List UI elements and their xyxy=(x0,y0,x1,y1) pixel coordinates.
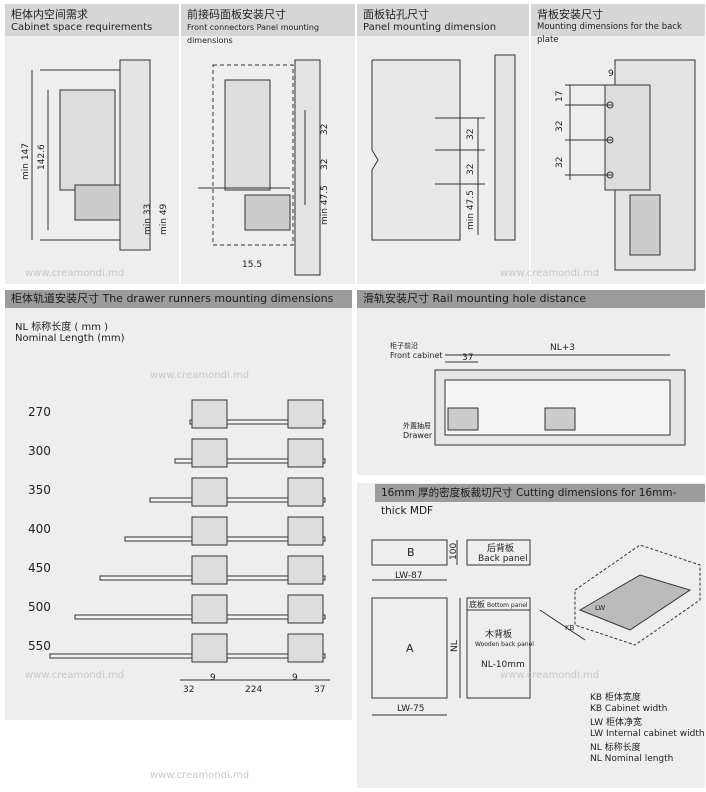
watermark: www.creamondi.md xyxy=(25,268,125,279)
runner-rear-bracket xyxy=(287,399,324,429)
wooden-back-dim: NL-10mm xyxy=(481,660,525,670)
runner-rear-bracket xyxy=(287,555,324,585)
cut-b-height: 100 xyxy=(449,543,459,560)
header-rail-mounting: 滑轨安装尺寸 Rail mounting hole distance xyxy=(357,290,705,308)
runner-rear-bracket xyxy=(287,438,324,468)
rail-dim-nl3: NL+3 xyxy=(550,343,575,353)
runner-front-bracket xyxy=(191,516,228,546)
cut-a-height: NL xyxy=(450,640,460,652)
front-cabinet-en: Front cabinet xyxy=(390,351,443,360)
runner-length-label: 350 xyxy=(28,483,51,497)
legend-kb-zh: KB 柜体宽度 xyxy=(590,691,641,703)
runner-rail xyxy=(149,497,326,503)
runner-front-bracket xyxy=(191,399,228,429)
cut-b: B xyxy=(407,546,415,559)
dim-32a: 32 xyxy=(320,124,330,135)
runner-front-bracket xyxy=(191,477,228,507)
drawer-en: Drawer xyxy=(403,431,433,440)
dim-min33: min 33 xyxy=(143,204,153,235)
runner-dim-224: 224 xyxy=(245,685,262,695)
drawer-zh: 外置抽屉 xyxy=(403,421,431,430)
runner-front-bracket xyxy=(191,594,228,624)
header-drawer-runners: 柜体轨道安装尺寸 The drawer runners mounting dim… xyxy=(5,290,352,308)
runner-length-label: 400 xyxy=(28,522,51,536)
watermark: www.creamondi.md xyxy=(500,670,600,681)
dim-47-5: min 47.5 xyxy=(320,185,330,225)
runner-length-label: 550 xyxy=(28,639,51,653)
runner-front-bracket xyxy=(191,438,228,468)
runner-dim-9b: 9 xyxy=(292,673,298,683)
iso-lw: LW xyxy=(595,604,605,612)
dim-32c: 32 xyxy=(466,129,476,140)
dim-15-5: 15.5 xyxy=(242,260,262,270)
cut-b-width: LW-87 xyxy=(395,571,422,581)
nl-label-zh: NL 标称长度 ( mm ) xyxy=(15,322,109,333)
legend-lw-zh: LW 柜体净宽 xyxy=(590,716,642,728)
front-cabinet-zh: 柜子前沿 xyxy=(390,341,418,350)
wooden-back-zh: 木背板 xyxy=(485,628,512,640)
dim-min49: min 49 xyxy=(159,203,169,235)
runner-rear-bracket xyxy=(287,516,324,546)
legend-kb-en: KB Cabinet width xyxy=(590,704,667,714)
runner-dim-37: 37 xyxy=(314,685,325,695)
rail-dim-37: 37 xyxy=(462,353,473,363)
runner-length-label: 270 xyxy=(28,405,51,419)
runner-length-label: 450 xyxy=(28,561,51,575)
dim-142-6: 142.6 xyxy=(37,144,47,170)
cut-a: A xyxy=(406,642,414,655)
runner-rail xyxy=(174,458,326,464)
nl-label-en: Nominal Length (mm) xyxy=(15,333,125,344)
runner-rear-bracket xyxy=(287,477,324,507)
legend-nl-en: NL Nominal length xyxy=(590,754,673,764)
watermark: www.creamondi.md xyxy=(25,670,125,681)
dim-32d: 32 xyxy=(466,164,476,175)
runner-rail xyxy=(189,419,326,425)
wooden-back-en: Wooden back panel xyxy=(475,641,534,648)
watermark: www.creamondi.md xyxy=(500,268,600,279)
watermark: www.creamondi.md xyxy=(150,770,250,781)
dim-32f: 32 xyxy=(555,157,565,168)
runner-front-bracket xyxy=(191,555,228,585)
back-panel-en: Back panel xyxy=(478,554,528,564)
runner-rail xyxy=(49,653,326,659)
dim-32b: 32 xyxy=(320,159,330,170)
back-panel-zh: 后背板 xyxy=(487,542,514,554)
dim-17: 17 xyxy=(555,91,565,102)
header-cutting: 16mm 厚的密度板裁切尺寸 Cutting dimensions for 16… xyxy=(375,484,705,517)
bottom-panel-zh: 底板 xyxy=(469,599,485,609)
watermark: www.creamondi.md xyxy=(150,370,250,381)
legend-nl-zh: NL 标称长度 xyxy=(590,741,641,753)
cut-a-width: LW-75 xyxy=(397,704,424,714)
runner-rear-bracket xyxy=(287,633,324,663)
bottom-panel-en: Bottom panel xyxy=(487,602,528,609)
iso-kb: KB xyxy=(565,624,575,632)
runner-dim-32: 32 xyxy=(183,685,194,695)
panel-cutting xyxy=(357,483,705,788)
runner-dim-9a: 9 xyxy=(210,673,216,683)
dim-47-5b: min 47.5 xyxy=(466,190,476,230)
runner-front-bracket xyxy=(191,633,228,663)
dim-min147: min 147 xyxy=(21,143,31,180)
dim-9: 9 xyxy=(608,69,614,79)
runner-length-label: 500 xyxy=(28,600,51,614)
dim-32e: 32 xyxy=(555,121,565,132)
runner-rear-bracket xyxy=(287,594,324,624)
runner-length-label: 300 xyxy=(28,444,51,458)
legend-lw-en: LW Internal cabinet width xyxy=(590,729,705,739)
